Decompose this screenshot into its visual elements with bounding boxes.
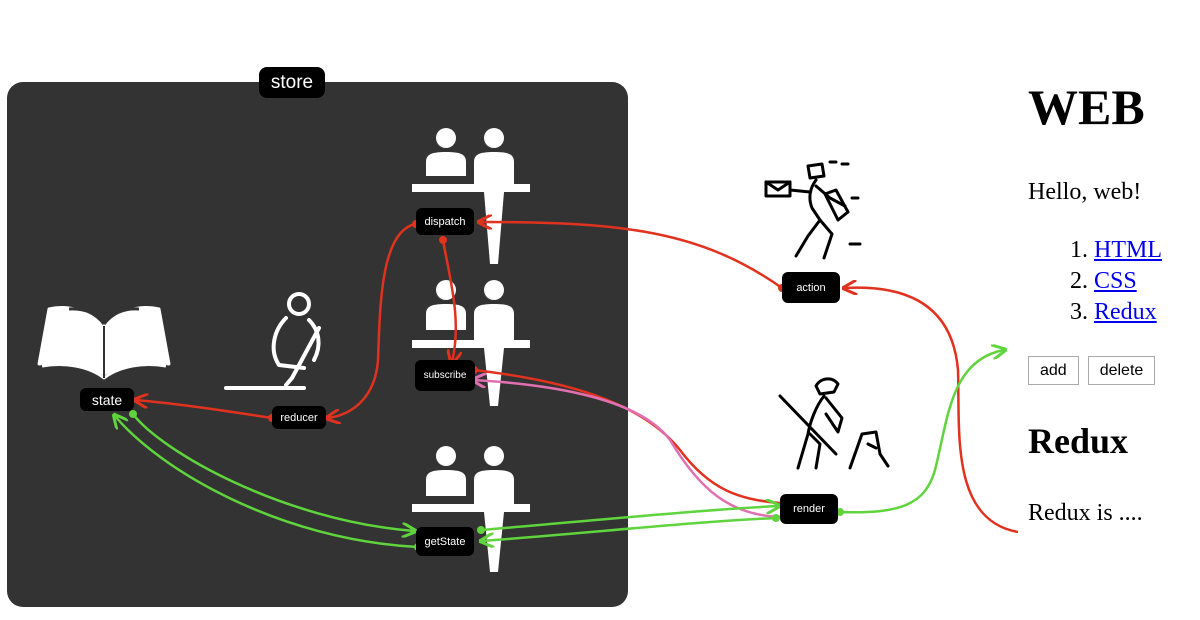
section-title: Redux <box>1028 421 1129 461</box>
reducer-label: reducer <box>272 406 326 429</box>
arrow-subscribe-to-render <box>473 368 781 505</box>
state-label: state <box>80 388 134 411</box>
getstate-label: getState <box>416 527 474 556</box>
list-item: CSS <box>1094 266 1162 297</box>
arrow-action-to-dispatch <box>480 222 783 290</box>
dispatch-label: dispatch <box>416 208 474 235</box>
render-label: render <box>780 494 838 524</box>
web-title: WEB <box>1028 79 1145 135</box>
arrow-render-to-web <box>839 350 1004 514</box>
writer-icon <box>224 292 321 390</box>
arrow-render-to-subscribe <box>474 380 781 519</box>
link-html[interactable]: HTML <box>1094 237 1162 263</box>
action-label: action <box>782 272 840 303</box>
arrow-getstate-to-render <box>480 506 778 532</box>
arrow-dispatch-to-subscribe <box>441 239 456 362</box>
arrow-dispatch-to-reducer <box>328 222 417 418</box>
list-item: Redux <box>1094 297 1162 328</box>
button-group: add delete <box>1028 356 1156 385</box>
worker-icon <box>778 377 890 470</box>
section-text: Redux is .... <box>1028 500 1143 526</box>
arrow-reducer-to-state <box>136 400 273 420</box>
link-redux[interactable]: Redux <box>1094 299 1157 325</box>
hello-text: Hello, web! <box>1028 179 1142 205</box>
arrow-render-to-getstate <box>482 516 777 541</box>
list-item: HTML <box>1094 235 1162 266</box>
store-label: store <box>259 67 325 98</box>
people-dispatch-icon <box>412 128 530 264</box>
mail-courier-icon <box>764 160 862 260</box>
book-icon <box>37 302 171 380</box>
topic-list: HTML CSS Redux <box>1028 235 1162 328</box>
delete-button[interactable]: delete <box>1087 356 1156 385</box>
arrow-web-to-action <box>845 288 1019 534</box>
link-css[interactable]: CSS <box>1094 268 1137 294</box>
arrow-getstate-to-state <box>115 416 419 549</box>
add-button[interactable]: add <box>1028 356 1079 385</box>
arrow-state-to-getstate <box>132 413 414 531</box>
subscribe-label: subscribe <box>415 360 475 391</box>
